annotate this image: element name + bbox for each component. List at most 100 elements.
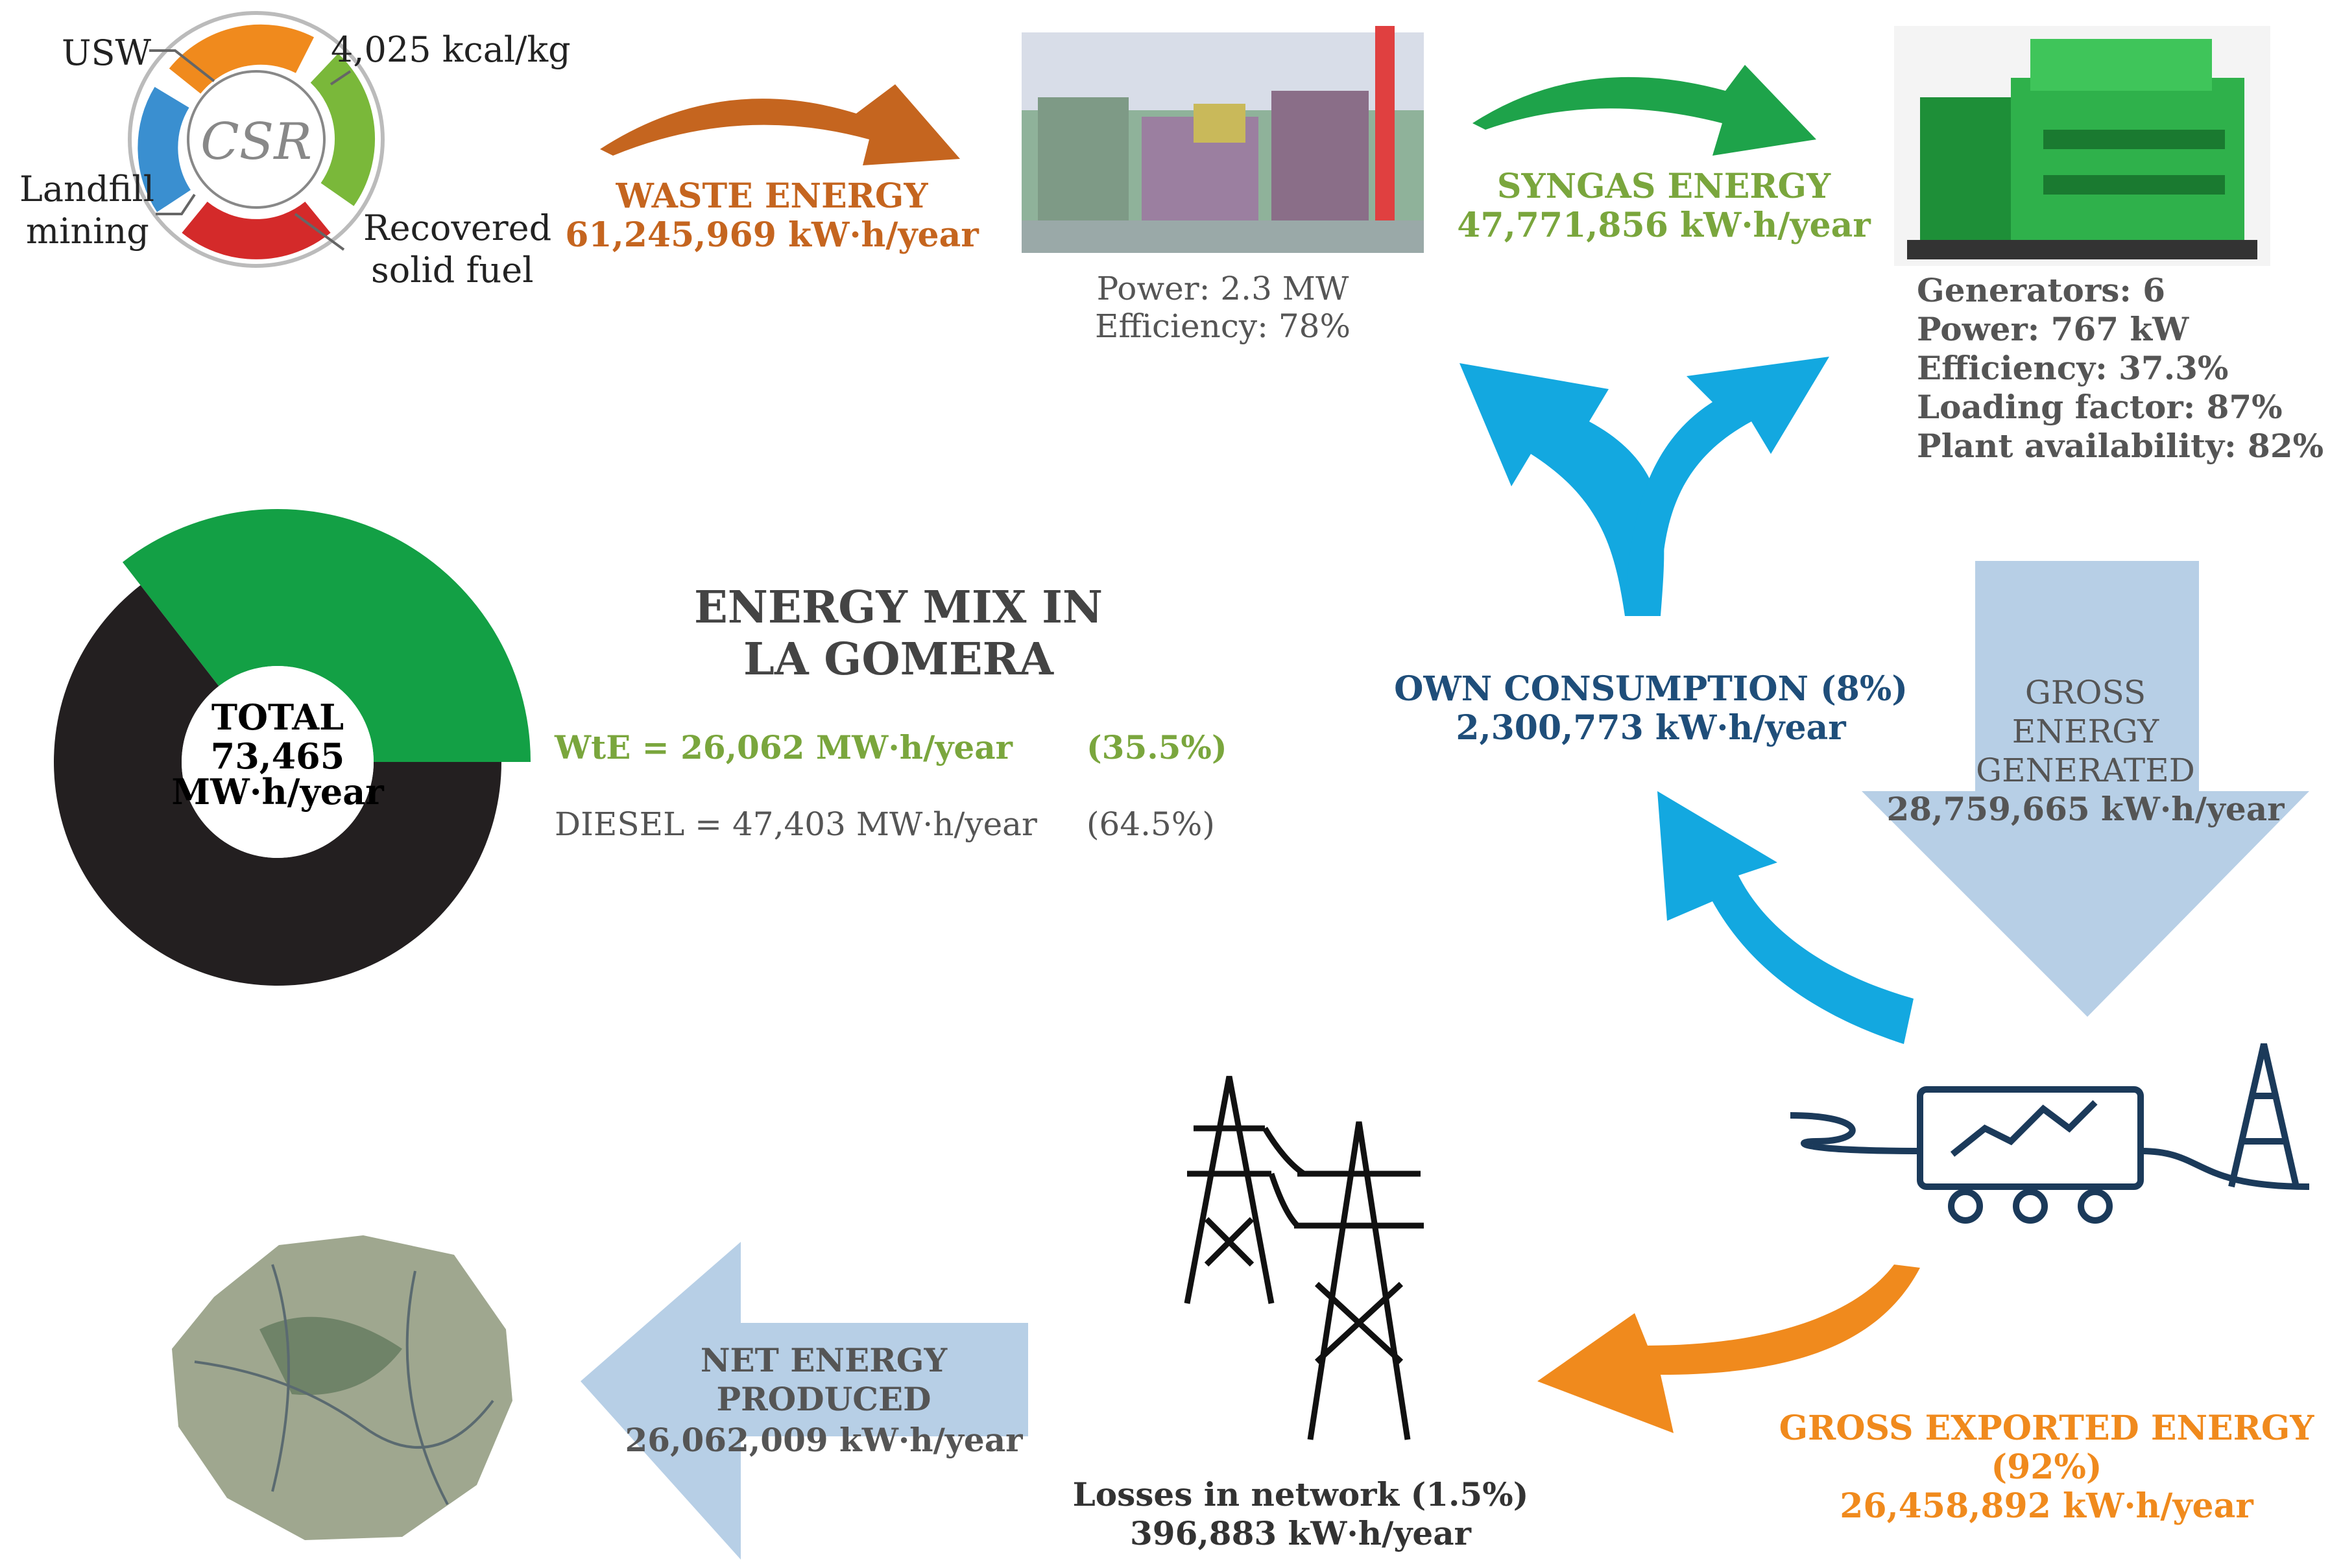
csr-outer-ring [128,11,385,268]
gross-generated-line-2: ENERGY [2012,713,2159,750]
exported-arrow-shape [1537,1265,1920,1433]
net-energy-produced-arrow [581,1242,1028,1560]
usw-leader [149,49,215,82]
generator-engine-image [1894,26,2270,266]
plant-road [1022,220,1424,253]
csr-red-segment [182,201,331,259]
syngas-energy-arrow [1472,65,1816,156]
la-gomera-island-map [172,1235,512,1540]
generators-loading-factor: Loading factor: 87% [1917,388,2283,426]
exported-percent: (92%) [1991,1447,2102,1487]
syngas-energy-title: SYNGAS ENERGY [1497,167,1831,206]
donut-slice-diesel [54,585,502,986]
recovered-leader [294,213,345,251]
diesel-legend-percent: (64.5%) [1087,805,1215,843]
csr-recovered-label-2: solid fuel [371,250,534,291]
transmission-towers-icon [1184,1076,1424,1440]
gross-energy-generated-arrow [1862,561,2309,1017]
substation-input-wire [1790,1112,1921,1154]
substation-pylon [2228,1043,2300,1188]
waste-arrow-shape [600,84,960,165]
generator-engine-block [2011,78,2244,240]
waste-energy-arrow [600,84,960,165]
gross-generated-arrow-shape [1862,561,2309,1017]
losses-title: Losses in network (1.5%) [1073,1475,1529,1514]
waste-energy-value: 61,245,969 kW·h/year [565,215,979,255]
own-consumption-value: 2,300,773 kW·h/year [1456,708,1846,748]
substation-icon [1790,1043,2310,1224]
plant-tank [1194,104,1245,143]
generators-count: Generators: 6 [1917,271,2165,309]
syngas-energy-value: 47,771,856 kW·h/year [1457,206,1871,245]
wte-legend-percent: (35.5%) [1087,728,1227,766]
net-energy-line-2: PRODUCED [717,1380,931,1418]
donut-total-value: 73,465 [211,735,345,777]
tower-left-legs [1184,1076,1275,1304]
syngas-arrow-shape [1472,65,1816,156]
donut-total-label: TOTAL [211,696,344,738]
gross-generated-line-3: GENERATED [1976,752,2195,789]
tower-right-brace-2 [1314,1281,1404,1364]
split-arrow-right-branch [1625,357,1829,616]
own-consumption-title: OWN CONSUMPTION (8%) [1394,669,1908,709]
own-consumption-split-arrow [1459,357,1829,616]
csr-blue-segment [138,86,191,213]
return-arrow-shape [1657,791,1914,1044]
wte-legend-label: WtE = 26,062 MW·h/year [554,728,1013,766]
csr-green-segment [310,53,376,206]
generators-plant-availability: Plant availability: 82% [1917,427,2324,465]
net-energy-line-1: NET ENERGY [701,1341,948,1379]
plant-building-right [1271,91,1369,233]
tower-cable-1 [1262,1126,1306,1176]
csr-inner-circle [187,70,326,209]
donut-hole [182,666,374,858]
generator-detail-2 [2043,175,2225,195]
island-road-3 [405,1270,449,1505]
net-arrow-shape [581,1242,1028,1560]
waste-energy-title: WASTE ENERGY [616,176,929,216]
plant-efficiency: Efficiency: 78% [1095,307,1351,345]
substation-panel [1917,1086,2144,1190]
exported-value: 26,458,892 kW·h/year [1840,1486,2253,1526]
net-energy-value: 26,062,009 kW·h/year [625,1421,1024,1459]
generators-power: Power: 767 kW [1917,310,2189,348]
generators-efficiency: Efficiency: 37.3% [1917,349,2228,387]
donut-total-unit: MW·h/year [171,771,384,813]
generator-detail-1 [2043,130,2225,149]
diesel-legend-label: DIESEL = 47,403 MW·h/year [555,805,1037,843]
energy-mix-title-line-2: LA GOMERA [743,634,1054,685]
split-arrow-left-branch [1459,363,1664,616]
exported-title: GROSS EXPORTED ENERGY [1779,1408,2315,1448]
gross-generated-value: 28,759,665 kW·h/year [1887,790,2285,828]
substation-waveform [1950,1100,2098,1157]
gross-exported-arrow [1537,1265,1920,1433]
calorific-leader [330,70,352,86]
substation-transformer-1 [1948,1189,1983,1224]
substation-transformer-2 [2013,1189,2048,1224]
gross-generated-line-1: GROSS [2025,674,2146,711]
plant-building-left [1038,97,1129,227]
generator-alternator [1920,97,2017,246]
donut-slice-wte [122,508,531,762]
csr-center-label: CSR [200,113,312,171]
csr-recovered-label-1: Recovered [363,208,551,248]
csr-landfill-label-2: mining [26,211,149,252]
island-road-1 [194,1360,494,1449]
generator-top [2030,39,2212,91]
plant-power: Power: 2.3 MW [1097,270,1349,307]
own-consumption-return-arrow [1657,791,1914,1044]
substation-transformer-3 [2078,1189,2113,1224]
plant-chimney [1375,26,1395,233]
tower-cable-2 [1268,1172,1300,1228]
gasification-plant-image [1022,26,1424,253]
substation-output-wire [2140,1148,2310,1190]
energy-mix-donut-chart [54,508,531,986]
tower-left-brace-2 [1204,1217,1255,1267]
csr-landfill-label-1: Landfill [19,169,154,209]
landfill-leader [156,193,196,215]
csr-usw-label: USW [62,32,152,73]
losses-value: 396,883 kW·h/year [1130,1514,1472,1552]
csr-ring: CSR USW 4,025 kcal/kg Landfill mining Re… [19,11,571,291]
island-road-2 [271,1264,290,1492]
